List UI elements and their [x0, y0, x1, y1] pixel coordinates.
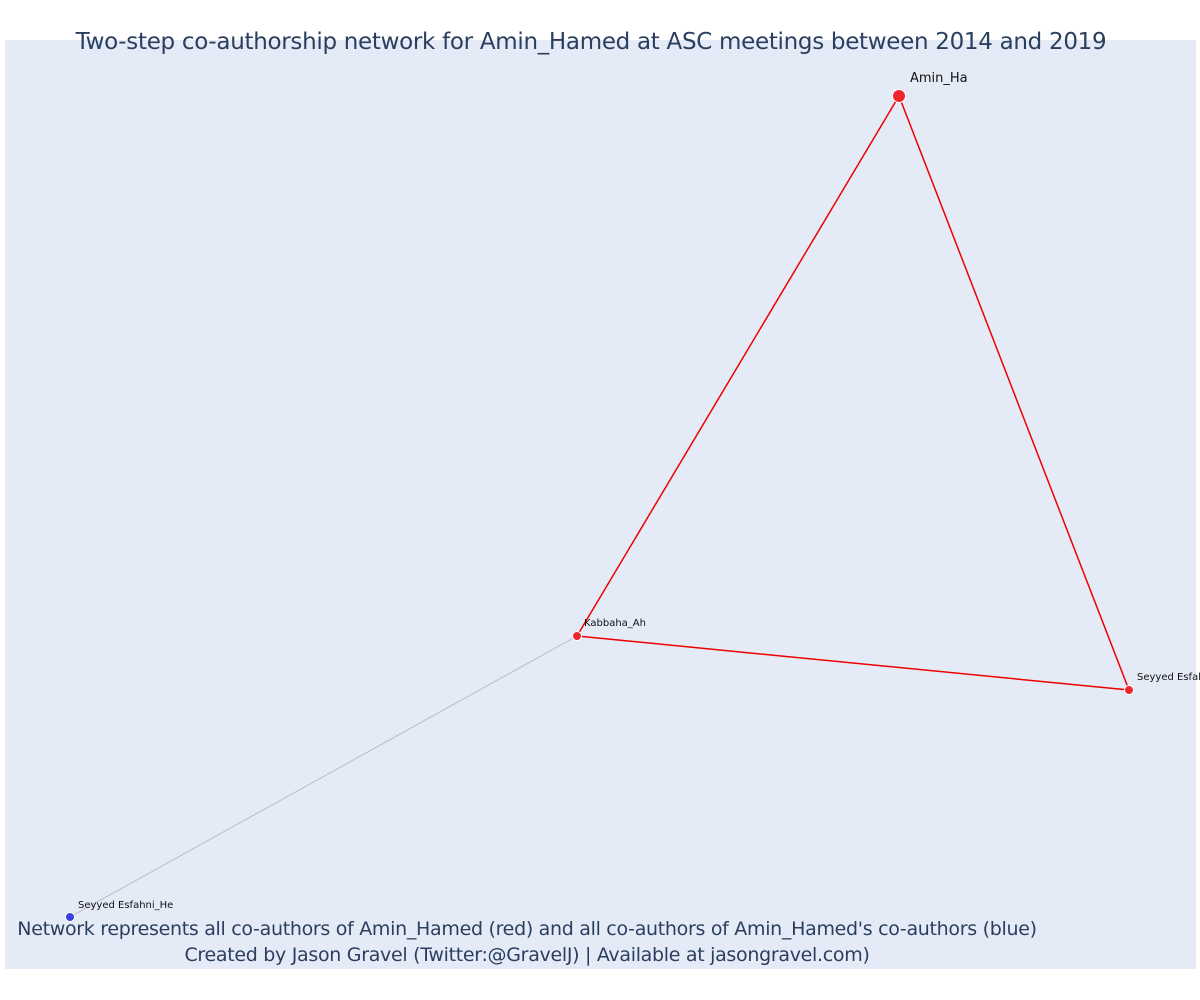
node-label-kabbaha: Kabbaha_Ah [584, 618, 646, 629]
edge-kabbaha-seyyed_he [69, 635, 578, 918]
node-label-amin: Amin_Ha [910, 71, 968, 86]
edge-kabbaha-seyyed_f [576, 635, 1130, 691]
chart-title: Two-step co-authorship network for Amin_… [75, 29, 1107, 55]
plot-area [5, 40, 1196, 969]
node-label-seyyed_he: Seyyed Esfahni_He [78, 900, 173, 911]
caption-line-2: Created by Jason Gravel (Twitter:@Gravel… [184, 944, 870, 966]
edge-amin-kabbaha [576, 95, 900, 637]
node-kabbaha[interactable] [572, 631, 582, 641]
edge-amin-seyyed_f [898, 95, 1130, 691]
edges-layer [69, 95, 1130, 918]
node-amin[interactable] [892, 89, 906, 103]
nodes-layer [65, 89, 1134, 922]
node-label-seyyed_f: Seyyed Esfah [1137, 672, 1200, 683]
node-seyyed_f[interactable] [1124, 685, 1134, 695]
node-seyyed_he[interactable] [65, 912, 75, 922]
caption-line-1: Network represents all co-authors of Ami… [17, 918, 1037, 940]
